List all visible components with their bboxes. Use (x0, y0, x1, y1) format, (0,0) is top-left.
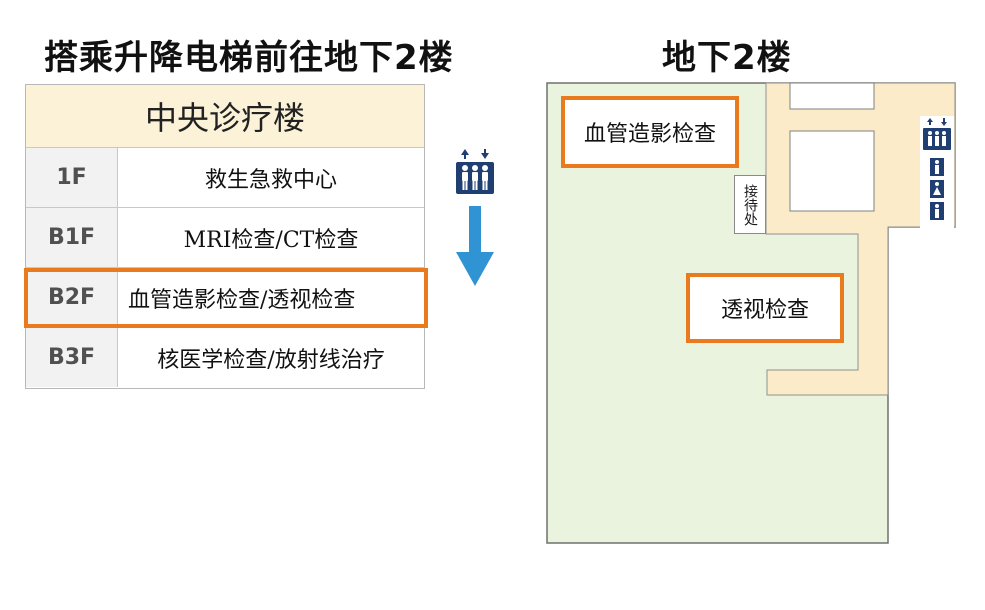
department-label: 核医学检查/放射线治疗 (157, 347, 385, 373)
floor-directory: 中央诊疗楼 1F 救生急救中心 B1F MRI检查/CT检查 B2F 血管造影检… (25, 84, 425, 389)
directory-row-1f: 1F 救生急救中心 (26, 147, 424, 207)
floor-label: B2F (26, 268, 118, 327)
directory-row-b3f: B3F 核医学检查/放射线治疗 (26, 327, 424, 387)
small-room (789, 82, 875, 110)
elevator-instruction-title: 搭乘升降电梯前往地下2楼 (44, 38, 454, 78)
reception-desk: 接待处 (734, 175, 766, 234)
floor-label: B1F (26, 208, 118, 267)
map-facility-icons (920, 116, 954, 228)
current-floor-highlight (24, 268, 428, 328)
room-angiography: 血管造影检查 (561, 96, 739, 168)
room-fluoroscopy: 透视检查 (686, 273, 844, 343)
directory-row-b2f: B2F 血管造影检查/透视检查 (26, 267, 424, 327)
floor-map-title: 地下2楼 (662, 38, 792, 78)
floor-label: 1F (26, 148, 118, 207)
elevator-icon (456, 149, 494, 194)
male-restroom-icon (930, 158, 944, 176)
department-label: 救生急救中心 (204, 167, 337, 193)
central-room (789, 130, 875, 212)
multipurpose-restroom-icon (930, 202, 944, 220)
arrow-down-icon (456, 206, 494, 286)
directory-row-b1f: B1F MRI检查/CT检查 (26, 207, 424, 267)
department-label: MRI检查/CT检查 (183, 227, 359, 253)
directory-header: 中央诊疗楼 (26, 85, 424, 148)
floor-label: B3F (26, 328, 118, 387)
department-label: 血管造影检查/透视检查 (128, 287, 356, 313)
female-restroom-icon (930, 180, 944, 198)
